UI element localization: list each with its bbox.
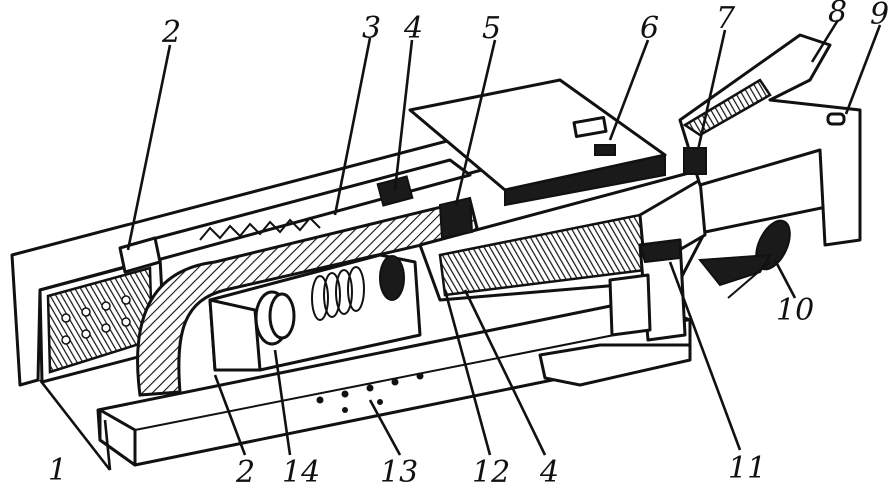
label-4-bottom: 4 (539, 455, 559, 490)
lever (698, 219, 791, 299)
label-2-top: 2 (161, 15, 181, 50)
bottom-bar (96, 298, 692, 467)
label-7: 7 (716, 1, 736, 36)
leader-lines (38, 19, 882, 471)
label-8: 8 (828, 0, 847, 30)
label-3: 3 (362, 11, 381, 46)
coil-housing (208, 253, 422, 372)
latch-block (438, 196, 474, 240)
label-10: 10 (776, 293, 814, 328)
label-5: 5 (482, 11, 501, 46)
label-2-bottom: 2 (235, 455, 255, 490)
callout-labels: 1 2 3 4 5 6 7 8 9 10 11 12 4 13 14 2 (48, 0, 889, 490)
bracket-block (608, 238, 687, 342)
label-4-top: 4 (403, 11, 423, 46)
label-11: 11 (728, 451, 766, 486)
label-14: 14 (282, 455, 320, 490)
label-12: 12 (472, 455, 510, 490)
right-head (678, 33, 862, 247)
label-13: 13 (380, 455, 418, 490)
label-6: 6 (640, 11, 659, 46)
label-9: 9 (870, 0, 889, 32)
label-1: 1 (48, 453, 67, 488)
top-plate (408, 78, 667, 207)
